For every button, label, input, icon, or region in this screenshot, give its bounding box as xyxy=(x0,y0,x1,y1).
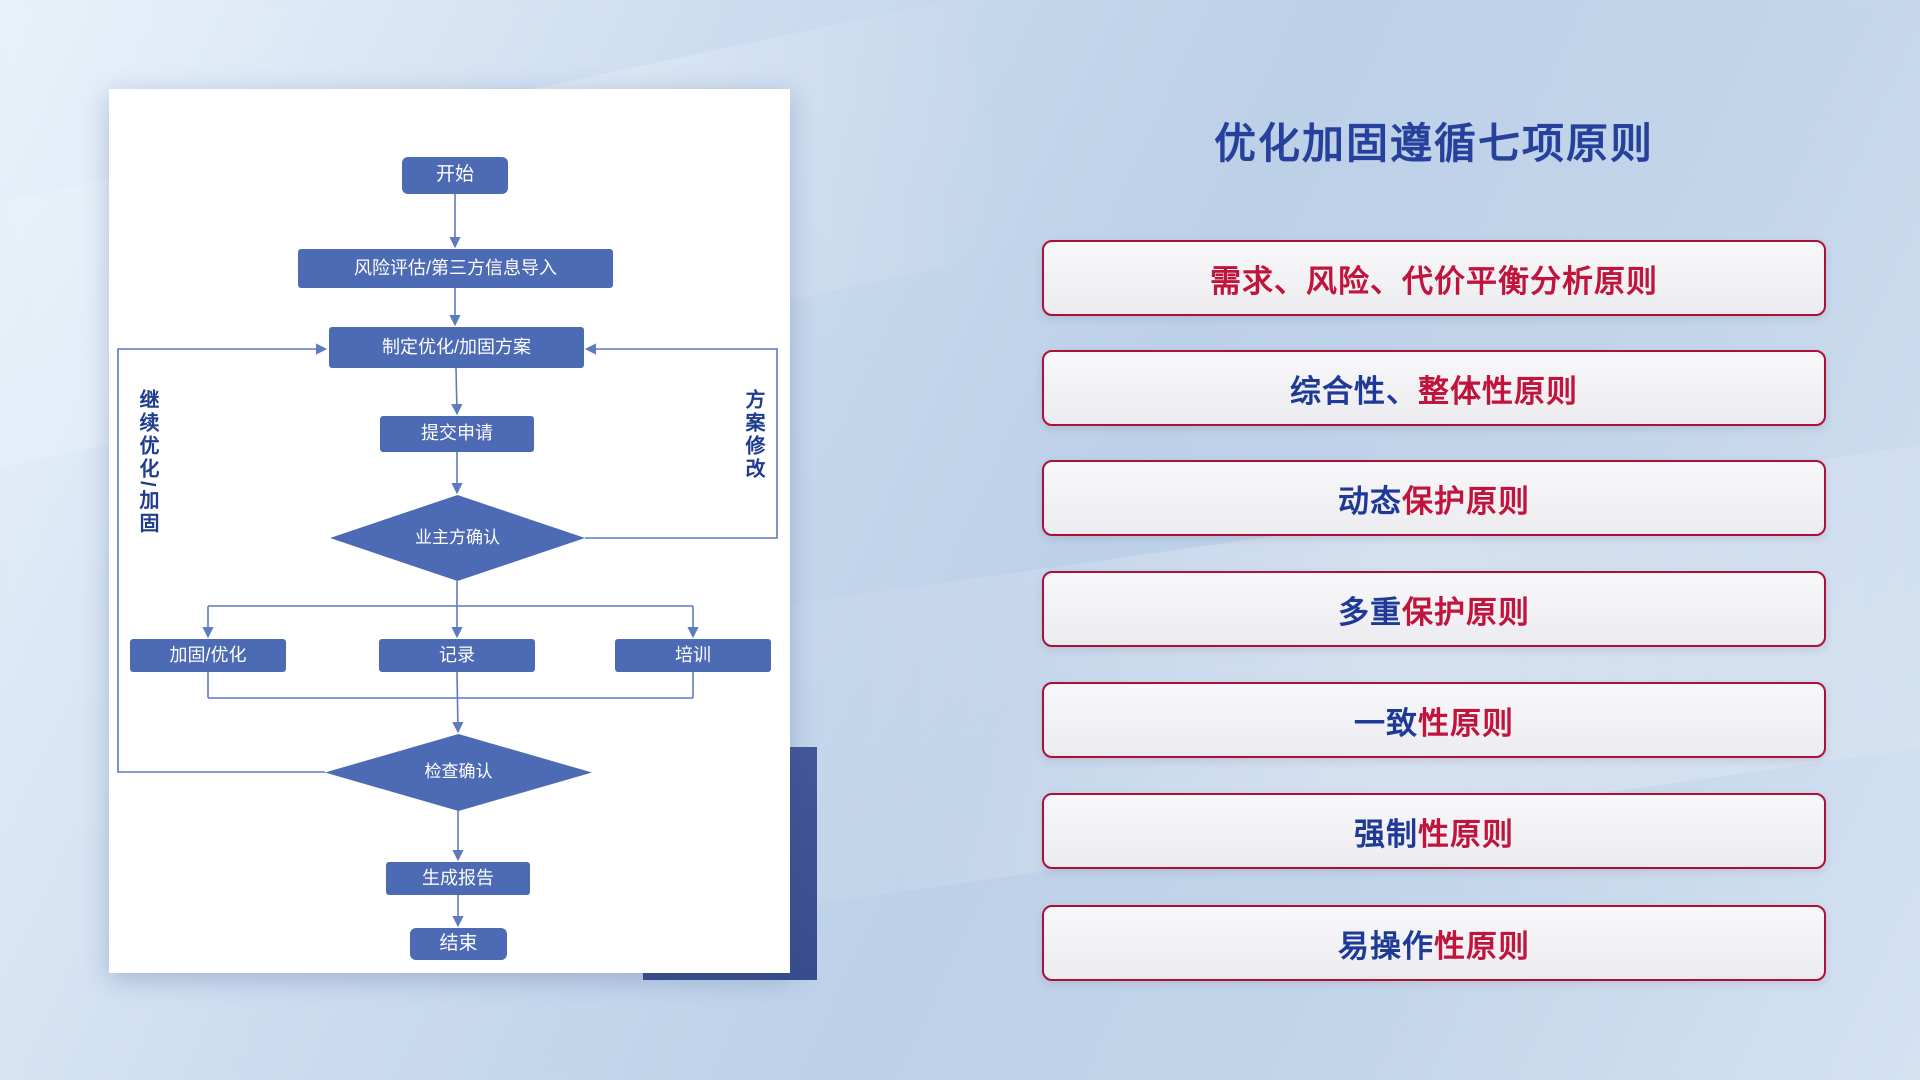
principle-2-text-blue: 综合性、 xyxy=(1290,373,1418,409)
edge-label-continue-optimize: 继续优化/加固 xyxy=(136,389,158,536)
flow-node-end: 结束 xyxy=(410,928,507,960)
principle-pill-2: 综合性、整体性原则 xyxy=(1042,350,1826,426)
principle-pill-5: 一致性原则 xyxy=(1042,682,1826,758)
principle-pill-3: 动态保护原则 xyxy=(1042,460,1826,536)
edge-label-plan-revision: 方案修改 xyxy=(742,389,764,481)
flow-node-risk-assessment: 风险评估/第三方信息导入 xyxy=(298,249,613,288)
principle-pill-4: 多重保护原则 xyxy=(1042,571,1826,647)
principle-6-text-blue: 强制 xyxy=(1354,816,1418,852)
flow-edges-svg xyxy=(117,194,778,928)
principle-5-text-red: 性原则 xyxy=(1418,705,1514,741)
principle-pill-1: 需求、风险、代价平衡分析原则 xyxy=(1042,240,1826,316)
principle-7-text-blue: 易操作 xyxy=(1338,928,1434,964)
principle-2-text-red: 整体性原则 xyxy=(1418,373,1578,409)
principle-4-text-blue: 多重 xyxy=(1338,594,1402,630)
principle-4-text-red: 保护原则 xyxy=(1402,594,1530,630)
flow-node-make-plan: 制定优化/加固方案 xyxy=(329,327,584,368)
principle-pill-6: 强制性原则 xyxy=(1042,793,1826,869)
flow-node-generate-report: 生成报告 xyxy=(386,862,530,895)
flow-node-record: 记录 xyxy=(379,639,535,672)
principle-7-text-red: 性原则 xyxy=(1434,928,1530,964)
principle-pill-7: 易操作性原则 xyxy=(1042,905,1826,981)
principle-1-text-red: 需求、风险、代价平衡分析原则 xyxy=(1210,263,1658,299)
flow-node-training: 培训 xyxy=(615,639,771,672)
principle-6-text-red: 性原则 xyxy=(1418,816,1514,852)
page-title: 优化加固遵循七项原则 xyxy=(1213,120,1654,167)
flowchart-card: 开始 风险评估/第三方信息导入 制定优化/加固方案 提交申请 业主方确认 加固/… xyxy=(109,89,790,973)
principles-panel: 优化加固遵循七项原则 需求、风险、代价平衡分析原则 综合性、整体性原则 动态保护… xyxy=(1042,0,1826,1080)
principle-3-text-blue: 动态 xyxy=(1338,483,1402,519)
flow-node-start: 开始 xyxy=(402,157,508,194)
flow-node-submit-application: 提交申请 xyxy=(380,416,534,452)
principle-5-text-blue: 一致 xyxy=(1354,705,1418,741)
flow-node-harden-optimize: 加固/优化 xyxy=(130,639,286,672)
principle-3-text-red: 保护原则 xyxy=(1402,483,1530,519)
